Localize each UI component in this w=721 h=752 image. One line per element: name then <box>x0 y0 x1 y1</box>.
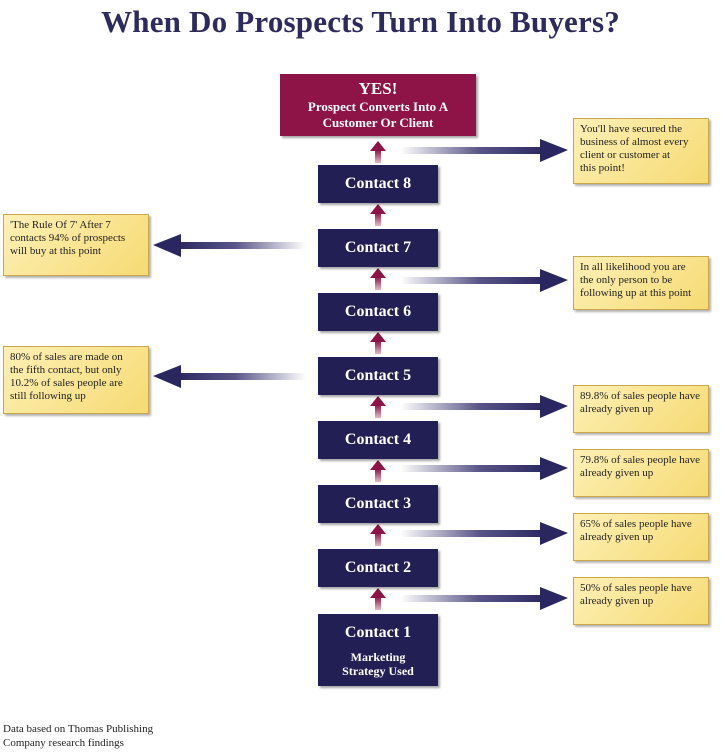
note-line: already given up <box>580 595 654 607</box>
up-arrow-c1-c2 <box>370 588 386 610</box>
right-arrow-contact6 <box>400 269 568 292</box>
right-arrow-contact8 <box>400 139 568 162</box>
up-arrow-c5-c6 <box>370 332 386 354</box>
right-arrow-contact1 <box>400 587 568 610</box>
contact-3-box: Contact 3 <box>318 485 438 523</box>
up-arrow-c8-yes <box>370 141 386 163</box>
note-line: 50% of sales people have <box>580 582 692 594</box>
contact-6-box: Contact 6 <box>318 293 438 331</box>
note-line: still following up <box>10 390 86 402</box>
note-line: following up at this point <box>580 287 692 299</box>
conversion-subtitle-line2: Customer Or Client <box>322 115 434 130</box>
note-line: already given up <box>580 403 654 415</box>
note-line: 79.8% of sales people have <box>580 454 701 466</box>
note-line: 80% of sales are made on <box>10 351 123 363</box>
note-line: You'll have secured the <box>580 123 682 135</box>
note-line: contacts 94% of prospects <box>10 232 126 244</box>
note-contact-4: 89.8% of sales people have already given… <box>573 385 709 433</box>
left-arrow-contact7 <box>153 234 306 257</box>
contact-1-subtitle-line2: Strategy Used <box>342 664 414 678</box>
note-line: already given up <box>580 531 654 543</box>
contact-4-box: Contact 4 <box>318 421 438 459</box>
note-contact-2: 65% of sales people have already given u… <box>573 513 709 561</box>
contact-5-box: Contact 5 <box>318 357 438 395</box>
note-line: business of almost every <box>580 136 689 148</box>
left-arrows <box>153 234 306 388</box>
up-arrow-c4-c5 <box>370 396 386 418</box>
conversion-subtitle-line1: Prospect Converts Into A <box>307 99 449 114</box>
contact-1-subtitle-line1: Marketing <box>350 650 406 664</box>
note-line: will buy at this point <box>10 245 102 257</box>
footnote-line: Company research findings <box>3 737 124 749</box>
note-line: 65% of sales people have <box>580 518 692 530</box>
right-arrows <box>400 139 568 610</box>
contact-2-box: Contact 2 <box>318 549 438 587</box>
note-line: this point! <box>580 162 625 174</box>
note-contact-1: 50% of sales people have already given u… <box>573 577 709 625</box>
note-line: client or customer at <box>580 149 671 161</box>
note-contact-6: In all likelihood you are the only perso… <box>573 256 709 310</box>
note-line: already given up <box>580 467 654 479</box>
conversion-title: YES! <box>358 79 398 98</box>
contact-1-title: Contact 1 <box>344 624 412 641</box>
note-line: the fifth contact, but only <box>10 364 122 376</box>
note-line: 89.8% of sales people have <box>580 390 701 402</box>
note-line: In all likelihood you are <box>580 261 686 273</box>
up-arrow-c7-c8 <box>370 204 386 226</box>
note-line: 10.2% of sales people are <box>10 377 123 389</box>
note-contact-7: 'The Rule Of 7' After 7 contacts 94% of … <box>3 214 149 276</box>
source-footnote: Data based on Thomas Publishing Company … <box>3 722 203 750</box>
contact-8-box: Contact 8 <box>318 165 438 203</box>
contact-7-box: Contact 7 <box>318 229 438 267</box>
up-arrow-c3-c4 <box>370 460 386 482</box>
left-arrow-contact5 <box>153 365 306 388</box>
conversion-box: YES! Prospect Converts Into A Customer O… <box>280 74 476 136</box>
contact-1-box: Contact 1 Marketing Strategy Used <box>318 614 438 686</box>
page-title: When Do Prospects Turn Into Buyers? <box>101 4 620 39</box>
right-arrow-contact3 <box>400 457 568 480</box>
up-arrow-c6-c7 <box>370 268 386 290</box>
note-contact-5: 80% of sales are made on the fifth conta… <box>3 346 149 414</box>
note-contact-8: You'll have secured the business of almo… <box>573 118 709 184</box>
note-line: 'The Rule Of 7' After 7 <box>10 219 111 231</box>
note-contact-3: 79.8% of sales people have already given… <box>573 449 709 497</box>
right-arrow-contact4 <box>400 395 568 418</box>
note-line: the only person to be <box>580 274 673 286</box>
up-arrows <box>370 141 386 610</box>
footnote-line: Data based on Thomas Publishing <box>3 723 154 735</box>
up-arrow-c2-c3 <box>370 524 386 546</box>
right-arrow-contact2 <box>400 522 568 545</box>
